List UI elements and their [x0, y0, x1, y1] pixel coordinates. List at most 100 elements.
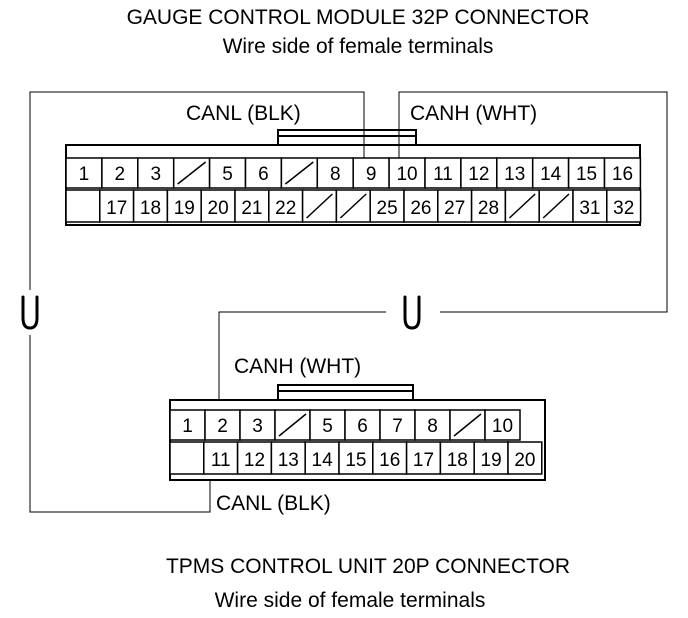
pin-cell — [606, 189, 642, 223]
pin-number: 21 — [241, 198, 262, 219]
gauge-canh-label: CANH (WHT) — [410, 102, 537, 125]
pin-number: 19 — [481, 450, 502, 471]
pin-cell — [236, 441, 273, 475]
pin-number: 18 — [140, 198, 161, 219]
pin-cell — [439, 441, 475, 475]
pin-number: 31 — [579, 198, 600, 219]
pin-cell — [316, 157, 354, 189]
pin-cell — [484, 409, 521, 441]
pin-cell — [99, 189, 135, 223]
blank-pin-slash — [306, 193, 333, 219]
pin-number: 25 — [377, 198, 398, 219]
pin-cell — [603, 157, 642, 189]
pin-number: 9 — [366, 164, 377, 185]
pin-number: 17 — [413, 450, 434, 471]
pin-number: 14 — [540, 164, 562, 185]
pin-number: 1 — [79, 164, 90, 185]
pin-number: 5 — [222, 164, 233, 185]
pin-number: 6 — [258, 164, 269, 185]
pin-number: 11 — [433, 164, 453, 185]
pin-number: 11 — [211, 450, 231, 471]
tpms-canh-label: CANH (WHT) — [234, 355, 361, 378]
blank-pin-slash — [284, 161, 314, 185]
pin-number: 17 — [106, 198, 127, 219]
tpms-connector-title: TPMS CONTROL UNIT 20P CONNECTOR — [166, 555, 570, 578]
pin-cell — [203, 441, 239, 475]
tpms-canl-label: CANL (BLK) — [216, 492, 331, 515]
gauge-canl-label: CANL (BLK) — [186, 102, 301, 125]
blank-pin-slash — [177, 161, 207, 185]
tpms-pin-row-2: 11 12 13 14 15 16 17 18 19 20 — [169, 441, 543, 475]
blank-pin-slash — [278, 413, 307, 437]
gauge-connector-subtitle: Wire side of female terminals — [223, 35, 494, 58]
pin-number: 6 — [357, 416, 368, 437]
pin-number: 7 — [392, 416, 403, 437]
pin-number: 20 — [514, 450, 535, 471]
pin-cell — [166, 189, 202, 223]
gauge-connector-latch — [277, 135, 417, 146]
canh-wire-break-icon — [403, 295, 421, 330]
canl-wire — [29, 91, 365, 513]
pin-cell — [270, 441, 306, 475]
pin-number: 12 — [244, 450, 265, 471]
pin-number: 14 — [312, 450, 334, 471]
pin-number: 16 — [379, 450, 400, 471]
tpms-pin-row-1: 1 2 3 5 6 7 8 10 — [169, 409, 521, 441]
blank-pin-slash — [508, 193, 536, 219]
pin-number: 19 — [174, 198, 195, 219]
pin-number: 1 — [182, 416, 193, 437]
pin-number: 28 — [478, 198, 499, 219]
pin-number: 13 — [504, 164, 525, 185]
pin-number: 20 — [208, 198, 229, 219]
pin-cell — [437, 189, 473, 223]
gauge-pin-row-2: 17 18 19 20 21 22 25 26 27 28 31 32 — [65, 189, 642, 223]
pin-cell — [309, 409, 346, 441]
pin-number: 18 — [447, 450, 468, 471]
pin-number: 5 — [322, 416, 333, 437]
pin-cell — [338, 441, 374, 475]
tpms-connector-latch — [277, 390, 414, 401]
pin-number: 12 — [468, 164, 489, 185]
pin-cell — [239, 409, 276, 441]
pin-number: 13 — [278, 450, 299, 471]
pin-number: 8 — [427, 416, 438, 437]
pin-number: 3 — [252, 416, 263, 437]
pin-cell — [369, 189, 405, 223]
tpms-connector-subtitle: Wire side of female terminals — [215, 589, 486, 612]
pin-cell — [531, 157, 570, 189]
pin-number: 8 — [330, 164, 341, 185]
canl-wire-break-icon — [21, 295, 39, 330]
pin-cell — [204, 409, 241, 441]
pin-cell — [470, 189, 507, 223]
pin-cell — [388, 157, 426, 189]
pin-number: 3 — [150, 164, 161, 185]
pin-cell — [507, 441, 543, 475]
pin-number: 10 — [492, 416, 513, 437]
gauge-connector-title: GAUGE CONTROL MODULE 32P CONNECTOR — [127, 6, 590, 29]
pin-number: 16 — [612, 164, 633, 185]
pin-number: 26 — [410, 198, 431, 219]
pin-cell — [169, 441, 205, 475]
pin-number: 15 — [345, 450, 366, 471]
pin-number: 2 — [115, 164, 126, 185]
pin-cell — [304, 441, 340, 475]
blank-pin-slash — [453, 413, 482, 437]
pin-cell — [101, 157, 139, 189]
pin-number: 32 — [613, 198, 634, 219]
pin-cell — [414, 409, 451, 441]
pin-number: 22 — [275, 198, 296, 219]
blank-pin-slash — [542, 193, 570, 219]
pin-number: 2 — [217, 416, 228, 437]
pin-number: 27 — [444, 198, 465, 219]
pin-cell — [473, 441, 509, 475]
pin-cell — [65, 189, 101, 223]
pin-number: 10 — [396, 164, 417, 185]
pin-cell — [424, 157, 462, 189]
canh-wire — [218, 91, 668, 410]
pin-cell — [460, 157, 498, 189]
pin-cell — [132, 189, 169, 223]
blank-pin-slash — [339, 193, 367, 219]
pin-number: 15 — [576, 164, 597, 185]
